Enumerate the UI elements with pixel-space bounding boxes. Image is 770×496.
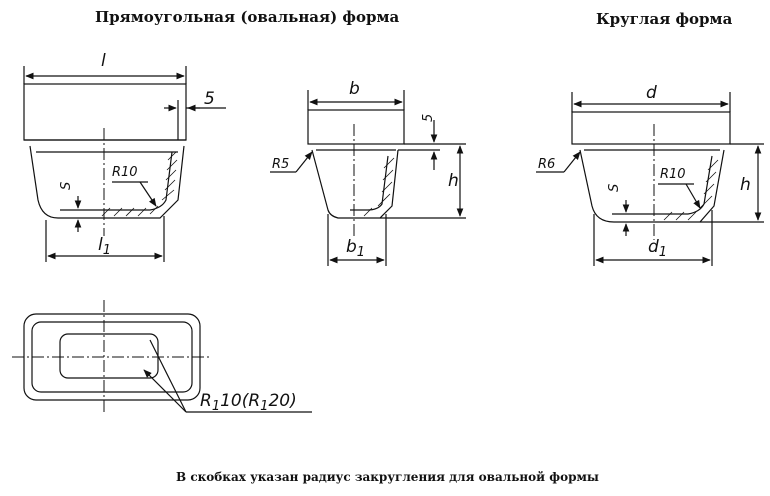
- dim-d1: d1: [648, 237, 667, 260]
- dim-r10-c: R10: [660, 167, 686, 182]
- plan-inner: [59, 333, 159, 379]
- heading-rect-form: Прямоугольная (овальная) форма: [95, 8, 399, 26]
- dim-l: l: [101, 51, 106, 71]
- dim-r10-a: R10: [112, 165, 138, 180]
- caption: В скобках указан радиус закругления для …: [176, 470, 599, 484]
- body-b: [311, 149, 399, 219]
- view-round-section: d h R6 R10 S d1: [536, 83, 764, 266]
- dim-s-c: S: [607, 184, 622, 192]
- body-c: [579, 149, 725, 223]
- view-narrow-section: b 5 h R5 b1: [270, 79, 466, 266]
- dim-r1: R110(R120): [200, 391, 297, 414]
- dim-5-a: 5: [204, 89, 215, 109]
- view-plan: R110(R120): [12, 300, 312, 414]
- dim-d: d: [646, 83, 657, 103]
- dim-l1: l1: [98, 235, 111, 258]
- dim-r5: R5: [272, 157, 289, 172]
- view-rect-section: l 5 R10 S l1: [23, 51, 226, 262]
- lid-a: [23, 83, 187, 141]
- lid-c: [571, 111, 731, 145]
- lid-b: [307, 109, 405, 145]
- dim-b: b: [349, 79, 360, 99]
- body-a: [29, 145, 185, 219]
- heading-round-form: Круглая форма: [596, 10, 733, 28]
- dim-5-b: 5: [421, 114, 436, 122]
- dim-h-c: h: [740, 175, 751, 195]
- dim-r6: R6: [538, 157, 555, 172]
- dim-h-b: h: [448, 171, 459, 191]
- dim-s-a: S: [59, 182, 74, 190]
- dim-b1: b1: [346, 237, 365, 260]
